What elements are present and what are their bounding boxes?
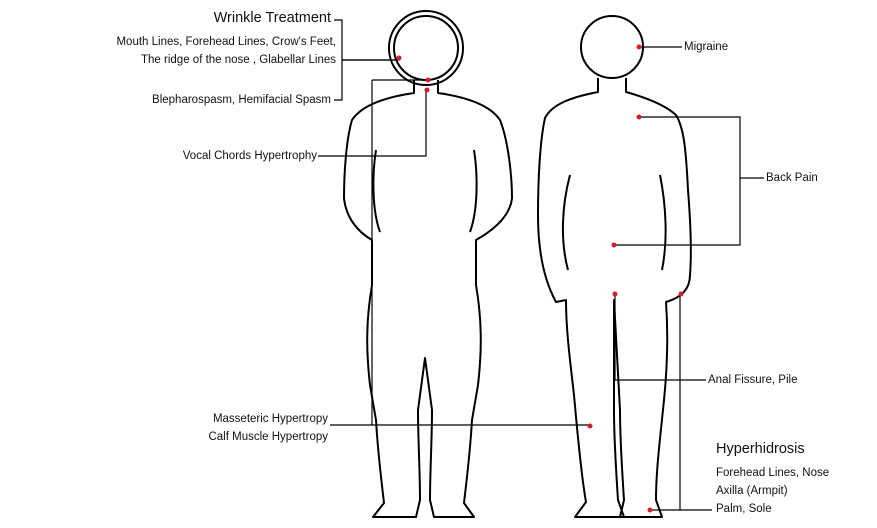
marker-wrinkle (397, 56, 402, 61)
right-figure-head (581, 16, 643, 78)
masseter-line2: Calf Muscle Hypertropy (208, 430, 328, 444)
wrinkle-line3: Blepharospasm, Hemifacial Spasm (152, 93, 331, 107)
hyperhidrosis-pointer-line (650, 296, 680, 510)
anal-label: Anal Fissure, Pile (708, 373, 797, 387)
marker-blepharospasm (426, 78, 431, 83)
masseter-pointer-line (372, 80, 590, 425)
left-figure-body (344, 80, 512, 517)
marker-back-upper (637, 115, 642, 120)
marker-migraine (637, 45, 642, 50)
wrinkle-line1: Mouth Lines, Forehead Lines, Crow's Feet… (116, 35, 336, 49)
marker-back-lower (612, 243, 617, 248)
hyperhidrosis-line2: Axilla (Armpit) (716, 484, 788, 498)
wrinkle-title: Wrinkle Treatment (214, 10, 331, 27)
connector-lines (318, 20, 764, 510)
migraine-label: Migraine (684, 40, 728, 54)
right-figure-left-arm-inner (660, 175, 666, 270)
back-pain-bracket-line (615, 117, 740, 245)
hyperhidrosis-title: Hyperhidrosis (716, 441, 805, 458)
vocal-label: Vocal Chords Hypertrophy (183, 149, 317, 163)
back-pain-label: Back Pain (766, 171, 818, 185)
marker-palm (679, 292, 684, 297)
left-figure-left-arm-inner (470, 150, 477, 232)
masseter-line1: Masseteric Hypertropy (213, 412, 328, 426)
right-figure (538, 16, 691, 517)
right-figure-right-arm-inner (563, 175, 570, 270)
marker-anal (613, 292, 618, 297)
left-figure (344, 11, 512, 517)
anal-pointer-line (615, 294, 706, 380)
left-figure-head (394, 16, 458, 80)
left-figure-right-arm-inner (373, 150, 380, 232)
marker-vocal (425, 88, 430, 93)
left-figure-head-outer-ring (389, 11, 463, 85)
hyperhidrosis-line1: Forehead Lines, Nose (716, 466, 829, 480)
markers (397, 45, 684, 513)
marker-calf (588, 424, 593, 429)
marker-sole (648, 508, 653, 513)
wrinkle-line2: The ridge of the nose , Glabellar Lines (141, 53, 336, 67)
hyperhidrosis-line3: Palm, Sole (716, 502, 772, 516)
